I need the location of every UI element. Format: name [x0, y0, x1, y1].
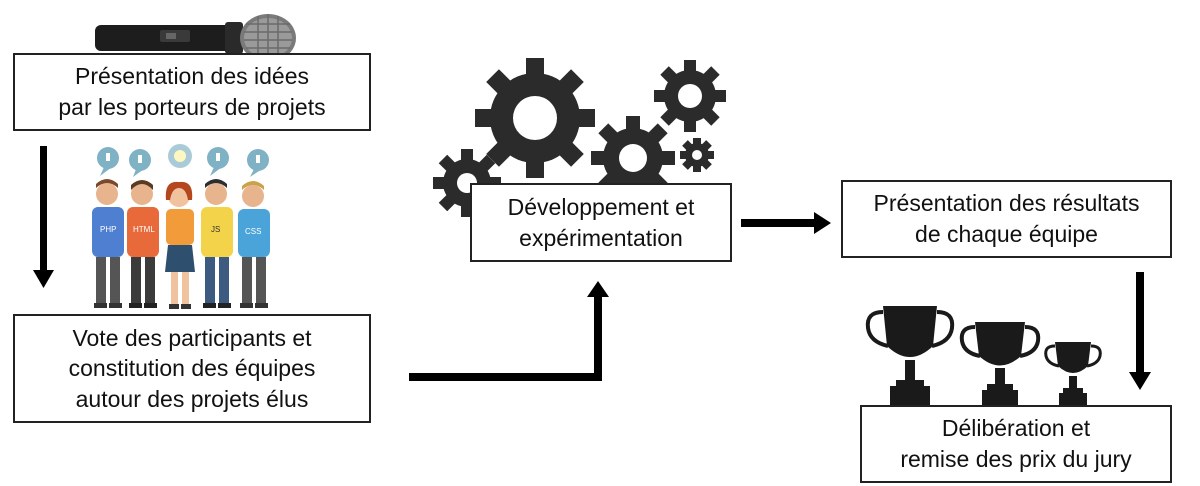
microphone-icon: [95, 14, 296, 62]
shirt-label-css: CSS: [245, 227, 261, 236]
step-results-line-1: Présentation des résultats: [873, 190, 1140, 217]
step-presentation-line-2: par les porteurs de projets: [58, 94, 326, 120]
step-presentation-line-1: Présentation des idées: [75, 63, 309, 90]
step-jury-line-2: remise des prix du jury: [900, 446, 1132, 472]
step-dev-line-1: Développement et: [507, 193, 695, 220]
trophy-large-icon: [865, 306, 955, 408]
step-dev-box: Développement et expérimentation: [470, 183, 732, 262]
step-results-line-2: de chaque équipe: [915, 221, 1098, 247]
shirt-label-php: PHP: [100, 225, 116, 234]
arrow-results-to-jury: [1129, 272, 1151, 390]
shirt-label-html: HTML: [133, 225, 155, 234]
step-results-box: Présentation des résultats de chaque équ…: [841, 180, 1172, 258]
step-vote-box: Vote des participants et constitution de…: [13, 314, 371, 423]
step-vote-line-3: autour des projets élus: [75, 385, 309, 412]
trophies-icon: [865, 306, 1102, 408]
step-dev-line-2: expérimentation: [519, 224, 683, 251]
step-vote-line-2: constitution des équipes: [68, 355, 316, 382]
team-people-icon: PHP HTML JS CSS: [92, 144, 270, 309]
step-jury-line-1: Délibération et: [941, 415, 1091, 442]
arrow-dev-to-results: [741, 212, 831, 234]
arrow-presentation-to-vote: [33, 146, 54, 288]
shirt-label-js: JS: [211, 225, 220, 234]
arrow-vote-to-dev: [409, 281, 609, 381]
step-jury-box: Délibération et remise des prix du jury: [860, 405, 1172, 483]
trophy-small-icon: [1044, 342, 1102, 408]
step-presentation-box: Présentation des idées par les porteurs …: [13, 53, 371, 131]
trophy-medium-icon: [959, 322, 1041, 408]
step-vote-line-1: Vote des participants et: [72, 324, 312, 351]
